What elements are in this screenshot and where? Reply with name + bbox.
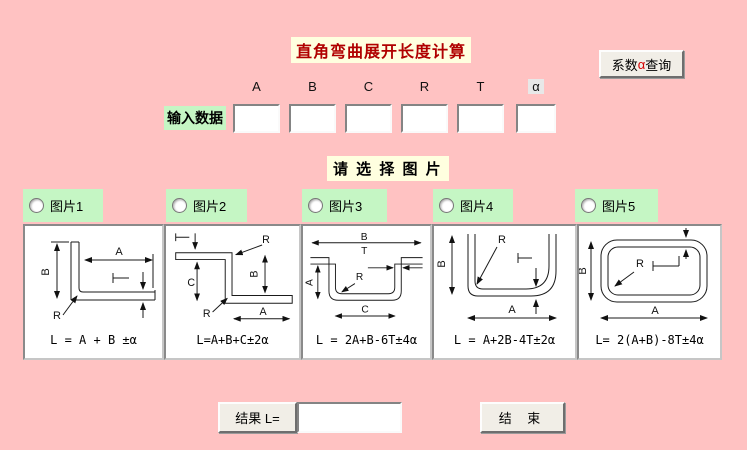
field-label-b: B <box>308 79 317 94</box>
formula-label: L= 2(A+B)-8T±4α <box>595 333 704 347</box>
picture-frame-1: A B R L = A + B ±α <box>23 224 164 360</box>
input-b[interactable] <box>289 104 336 133</box>
bend-drawing-3: B T A R C <box>304 232 423 319</box>
radio-label: 图片4 <box>460 199 494 214</box>
select-picture-prompt: 请 选 择 图 片 <box>327 156 449 181</box>
bend-drawing-2: R C B R A <box>175 233 293 322</box>
input-alpha[interactable] <box>516 104 556 133</box>
formula-label: L = 2A+B-6T±4α <box>315 333 418 347</box>
picture-radio-2[interactable]: 图片2 <box>166 189 247 222</box>
query-button-prefix: 系数 <box>611 57 638 73</box>
field-label-c: C <box>363 79 374 94</box>
picture-radio-3[interactable]: 图片3 <box>302 189 387 222</box>
dim-label-a: A <box>260 306 268 318</box>
bend-drawing-5: B R A <box>579 228 708 321</box>
radio-button-icon[interactable] <box>308 198 323 213</box>
dim-label-r: R <box>636 258 644 270</box>
radio-label: 图片2 <box>193 199 227 214</box>
radio-button-icon[interactable] <box>29 198 44 213</box>
dim-label-r: R <box>498 234 506 246</box>
field-label-a: A <box>252 79 261 94</box>
input-t[interactable] <box>457 104 504 133</box>
radio-button-icon[interactable] <box>439 198 454 213</box>
dim-label-a: A <box>115 246 123 258</box>
input-c[interactable] <box>345 104 392 133</box>
formula-label: L=A+B+C±2α <box>196 333 269 347</box>
field-label-alpha: α <box>516 79 556 95</box>
dim-label-b: B <box>436 260 448 267</box>
dim-label-b: B <box>248 271 260 278</box>
input-r[interactable] <box>401 104 448 133</box>
bend-drawing-1: A B R <box>40 241 156 322</box>
radio-label: 图片1 <box>50 199 84 214</box>
picture-radio-1[interactable]: 图片1 <box>23 189 103 222</box>
picture-frame-3: B T A R C L = 2A+B-6T±4α <box>301 224 432 360</box>
result-output-field[interactable] <box>297 402 402 433</box>
end-button[interactable]: 结 束 <box>480 402 565 433</box>
radio-label: 图片3 <box>329 199 363 214</box>
dim-label-t: T <box>361 246 367 257</box>
dim-label-r-bottom: R <box>203 308 211 320</box>
input-a[interactable] <box>233 104 280 133</box>
radio-button-icon[interactable] <box>172 198 187 213</box>
picture-frame-4: B R A L = A+2B-4T±2α <box>432 224 577 360</box>
dim-label-a: A <box>508 304 516 316</box>
formula-label: L = A + B ±α <box>50 333 137 347</box>
picture-radio-5[interactable]: 图片5 <box>575 189 658 222</box>
bend-drawing-4: B R A <box>436 234 557 321</box>
picture-frame-5: B R A L= 2(A+B)-8T±4α <box>577 224 722 360</box>
field-label-r: R <box>419 79 430 94</box>
radio-button-icon[interactable] <box>581 198 596 213</box>
input-data-label: 输入数据 <box>164 106 226 130</box>
page-title: 直角弯曲展开长度计算 <box>291 37 472 63</box>
dim-label-r: R <box>356 272 363 283</box>
dim-label-r: R <box>53 310 61 322</box>
dim-label-b: B <box>40 268 52 275</box>
dim-label-a: A <box>304 279 315 286</box>
radio-label: 图片5 <box>602 199 636 214</box>
dim-label-r-top: R <box>262 234 270 246</box>
picture-radio-4[interactable]: 图片4 <box>433 189 513 222</box>
dim-label-c: C <box>187 277 195 289</box>
query-button-suffix: 查询 <box>645 57 672 73</box>
formula-label: L = A+2B-4T±2α <box>453 333 556 347</box>
result-button[interactable]: 结果 L= <box>218 402 297 433</box>
dim-label-b: B <box>361 232 368 243</box>
dim-label-c: C <box>361 304 368 315</box>
dim-label-b: B <box>579 267 589 274</box>
field-label-t: T <box>476 79 485 94</box>
query-button-alpha: α <box>637 56 646 72</box>
picture-frame-2: R C B R A L=A+B+C±2α <box>164 224 301 360</box>
dim-label-a: A <box>651 305 659 317</box>
